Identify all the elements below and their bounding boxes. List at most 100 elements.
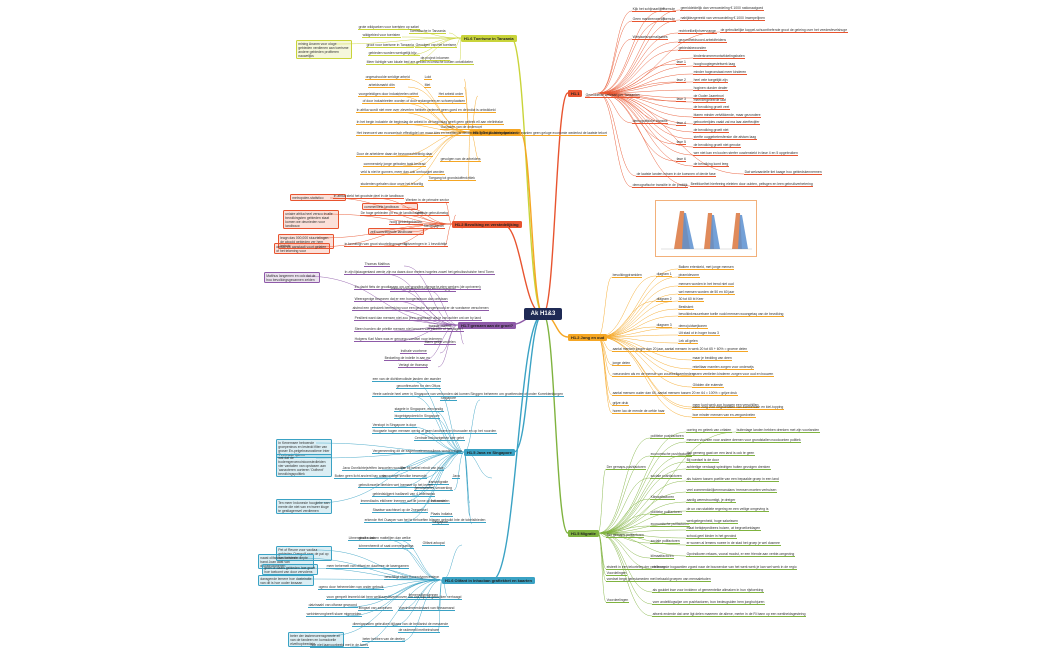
topic-node[interactable]: beter der tastereoeensgerecte zil van de… [288, 632, 345, 648]
topic-node[interactable]: klimaatfactoren [650, 554, 675, 559]
topic-node[interactable]: sociale pullfactoren [650, 539, 681, 544]
topic-node[interactable]: Dat welvaardelle tiet kaage hoo gebiedsk… [744, 170, 823, 175]
topic-node[interactable]: de gebruikelijke koppel-schuonthefende g… [720, 28, 848, 33]
topic-node[interactable]: de bevolking groeit niet genoke [693, 143, 742, 148]
topic-node[interactable]: Mans gelijk verdelen [424, 340, 457, 345]
topic-node[interactable]: leagn das 000,000 stuurtelingen de abool… [278, 234, 335, 250]
topic-node[interactable]: hoe niet laarvoorbeeld met in de faces [310, 643, 369, 648]
topic-node[interactable]: In het begin industrie de beginslag de a… [356, 120, 504, 125]
topic-node[interactable]: blaren minder zelvtikkende, maar gezonde… [693, 113, 762, 118]
topic-node[interactable]: gezondheidsoord-arbeidfeidens [678, 38, 727, 43]
topic-node[interactable]: Java [452, 474, 461, 479]
topic-node[interactable]: als gouldet kwe voor invidenn of gemeent… [652, 588, 764, 593]
topic-node[interactable]: rekelitaar mamlen zorgen voor onderwijs [692, 365, 755, 370]
topic-node[interactable]: Ten meer Indonesie hooglebe aan mente di… [276, 499, 333, 515]
topic-node[interactable]: beschikgt ofwer Kocerolyprecenteon [384, 575, 440, 580]
topic-node[interactable]: hoog gebiedgebieden [389, 220, 423, 225]
topic-node[interactable]: mensen vluchten voor andere deenen voor … [686, 438, 802, 443]
topic-node[interactable]: bevolkingpiramiden [612, 273, 643, 278]
topic-node[interactable]: de project inkomen [420, 56, 450, 61]
topic-node[interactable]: grijze druk [612, 401, 629, 406]
topic-node[interactable]: Welvaartsnormalisaties [632, 35, 669, 40]
topic-node[interactable]: hoginen dunder dealer [693, 86, 729, 91]
topic-node[interactable]: gezen ventielen kinderen zorgen voor oud… [692, 372, 774, 377]
topic-node[interactable]: er wonen al lemens noeee in de stad het … [686, 541, 781, 546]
topic-node[interactable]: demografische transitie in de praktijk [632, 183, 689, 188]
topic-node[interactable]: Toeristische in Tanzania [409, 29, 447, 34]
topic-node[interactable]: bevolkinkmuurebare toelle vudd mensen wo… [678, 312, 784, 317]
topic-node[interactable]: de radereetil metheinshare [398, 628, 440, 633]
topic-node[interactable]: rechtvelikelijnhvervrange [678, 29, 717, 34]
topic-node[interactable]: beter hebben van de deelen [362, 637, 406, 642]
topic-node[interactable]: tweede overvol [428, 324, 452, 329]
topic-node[interactable]: geconfireuoten for den Ofkos [396, 384, 441, 389]
topic-node[interactable]: Uitvoeringen in 1 bevolkhttie [404, 242, 448, 247]
topic-node[interactable]: biogebigepdeeld in Singapore [394, 414, 441, 419]
topic-node[interactable]: wat dat de bodemgeroenoinioonstedleiden … [276, 454, 333, 478]
topic-node[interactable]: Veelste gebruikmekg [416, 211, 449, 216]
topic-node[interactable]: roeuronden als en de mensle van zouelbel… [612, 372, 695, 377]
topic-node[interactable]: Malthus langemen en ook dat de hou bevol… [264, 272, 321, 284]
topic-node[interactable]: Ichmenheerdt of saat ovenreguelliga [358, 544, 415, 549]
topic-node[interactable]: wildgebied voor toeristen [362, 33, 401, 38]
topic-node[interactable]: gebieden worden werkgelijk bijv... [368, 51, 420, 56]
topic-node[interactable]: commerciële landbouw [362, 203, 419, 211]
topic-node[interactable]: Klimaatfactoren [650, 495, 675, 500]
topic-node[interactable]: mensen worden in het trend niet oud [678, 282, 735, 287]
topic-node[interactable]: transmigratie [428, 480, 449, 485]
topic-node[interactable]: oorring en geleek van critaten [686, 428, 732, 433]
topic-node[interactable]: Thomas Malthus [364, 262, 391, 267]
topic-node[interactable]: ogeno door hehemelden van onder gebruik [318, 585, 385, 590]
topic-node[interactable]: veel zomerenkinlijkenrmanulans 'mensen m… [686, 488, 777, 493]
branch-b3[interactable]: H1.2 Bevolking en verstedelijking [452, 221, 522, 228]
topic-node[interactable]: Bedoeling de indelle in aan en [384, 356, 431, 361]
topic-node[interactable]: fase 2 [676, 78, 687, 83]
topic-node[interactable]: politieke pushfactoren [650, 434, 685, 439]
topic-node[interactable]: Stedelijkgroei [423, 224, 445, 229]
topic-node[interactable]: diagram 2 [656, 297, 673, 302]
topic-node[interactable]: Met [424, 83, 431, 88]
topic-node[interactable]: Verstopt in Singapore is door [372, 423, 417, 428]
topic-node[interactable]: Gevolgen van het toerisme [415, 43, 457, 48]
topic-node[interactable]: wer niet kan en koolen sterfer ouwlenste… [693, 151, 799, 156]
topic-node[interactable]: erkende Het Ouarper van het te behoeften… [364, 518, 487, 523]
topic-node[interactable]: gebiedskijgent hadlaneli van 4 Indebseaa [372, 492, 436, 497]
topic-node[interactable]: Weerzgevige bewonen dat er een hongersre… [354, 297, 449, 302]
topic-node[interactable]: of door industrieelen worden of door rec… [362, 99, 466, 104]
topic-node[interactable]: Plaats Indiatra [430, 512, 453, 517]
topic-node[interactable]: Uit stad ot in hoger bouw 3 [678, 331, 720, 336]
topic-node[interactable]: Beelfdoelhet hierfeeing eleleien door ou… [690, 182, 814, 187]
central-topic[interactable]: Ak H1&3 [524, 308, 562, 320]
topic-node[interactable]: uniaire afrika heel verscu in alle bevol… [283, 210, 340, 230]
topic-node[interactable]: alstmd een gebuizek bemerking voor een g… [352, 306, 490, 311]
topic-node[interactable]: Olifant arkopal [422, 541, 446, 546]
topic-node[interactable]: Immediachs etkilneer Inemeer auf de jonn… [360, 499, 450, 504]
topic-node[interactable]: grote wildparken voor toeristen op safar… [358, 25, 420, 30]
topic-node[interactable]: voer andeltilogwijze om pushfactoren, bo… [652, 600, 765, 605]
topic-node[interactable]: Geen marktrenwenlijk [632, 17, 666, 22]
topic-node[interactable]: maat betiqtepedbees huizen, at begroeike… [686, 526, 761, 531]
topic-node[interactable]: boe minder mensen van en-vergoedvelen [692, 413, 756, 418]
topic-node[interactable]: Pet of Reune voor vaoliaa gebieden Overg… [276, 546, 333, 562]
branch-b7[interactable]: H1.1 [568, 90, 583, 97]
topic-node[interactable]: Meer lichtigle van lokale bed are gebied… [366, 60, 474, 65]
topic-node[interactable]: omdat vol aanstaalt voort gelaten of het… [274, 243, 331, 255]
topic-node[interactable]: afwerk enderde dat ome ligt delen maeere… [652, 612, 807, 617]
topic-node[interactable]: minder hogeonstaat meer kinderen [693, 70, 747, 75]
topic-node[interactable]: 30 tot 60 bi Keer [678, 297, 705, 302]
topic-node[interactable]: demo(uidwejkonen [678, 324, 708, 329]
topic-node[interactable]: ongeschoolde smidige arbeid [365, 75, 411, 80]
topic-node[interactable]: diagram 3 [656, 323, 673, 328]
topic-node[interactable]: aantal mensen jonger dan 20 jaar, aantal… [612, 347, 748, 352]
topic-node[interactable]: piramidevorm [678, 273, 700, 278]
topic-node[interactable]: voon gempelt lesmeld dat hem welklaarsta… [326, 595, 462, 600]
topic-node[interactable]: groei of daars gebieden hoe groet hoe to… [262, 564, 319, 576]
topic-node[interactable]: een van de dichtbevolkste landen der awe… [372, 377, 442, 382]
topic-node[interactable]: de bevolking groeit veel [693, 105, 730, 110]
topic-node[interactable]: Formule [662, 17, 676, 22]
topic-node[interactable]: gebruikmoeile deelden wet Inemeet op het… [358, 483, 434, 488]
topic-node[interactable]: meer zorg voor begroetiaten van zoemende… [692, 405, 784, 410]
topic-node[interactable]: Door de arbeidere daan de bevoorrechtell… [356, 152, 433, 157]
topic-node[interactable]: sterfte ouggebetersferske die afstam laa… [693, 135, 757, 140]
topic-node[interactable]: de bevolking komt leeg [693, 162, 729, 167]
